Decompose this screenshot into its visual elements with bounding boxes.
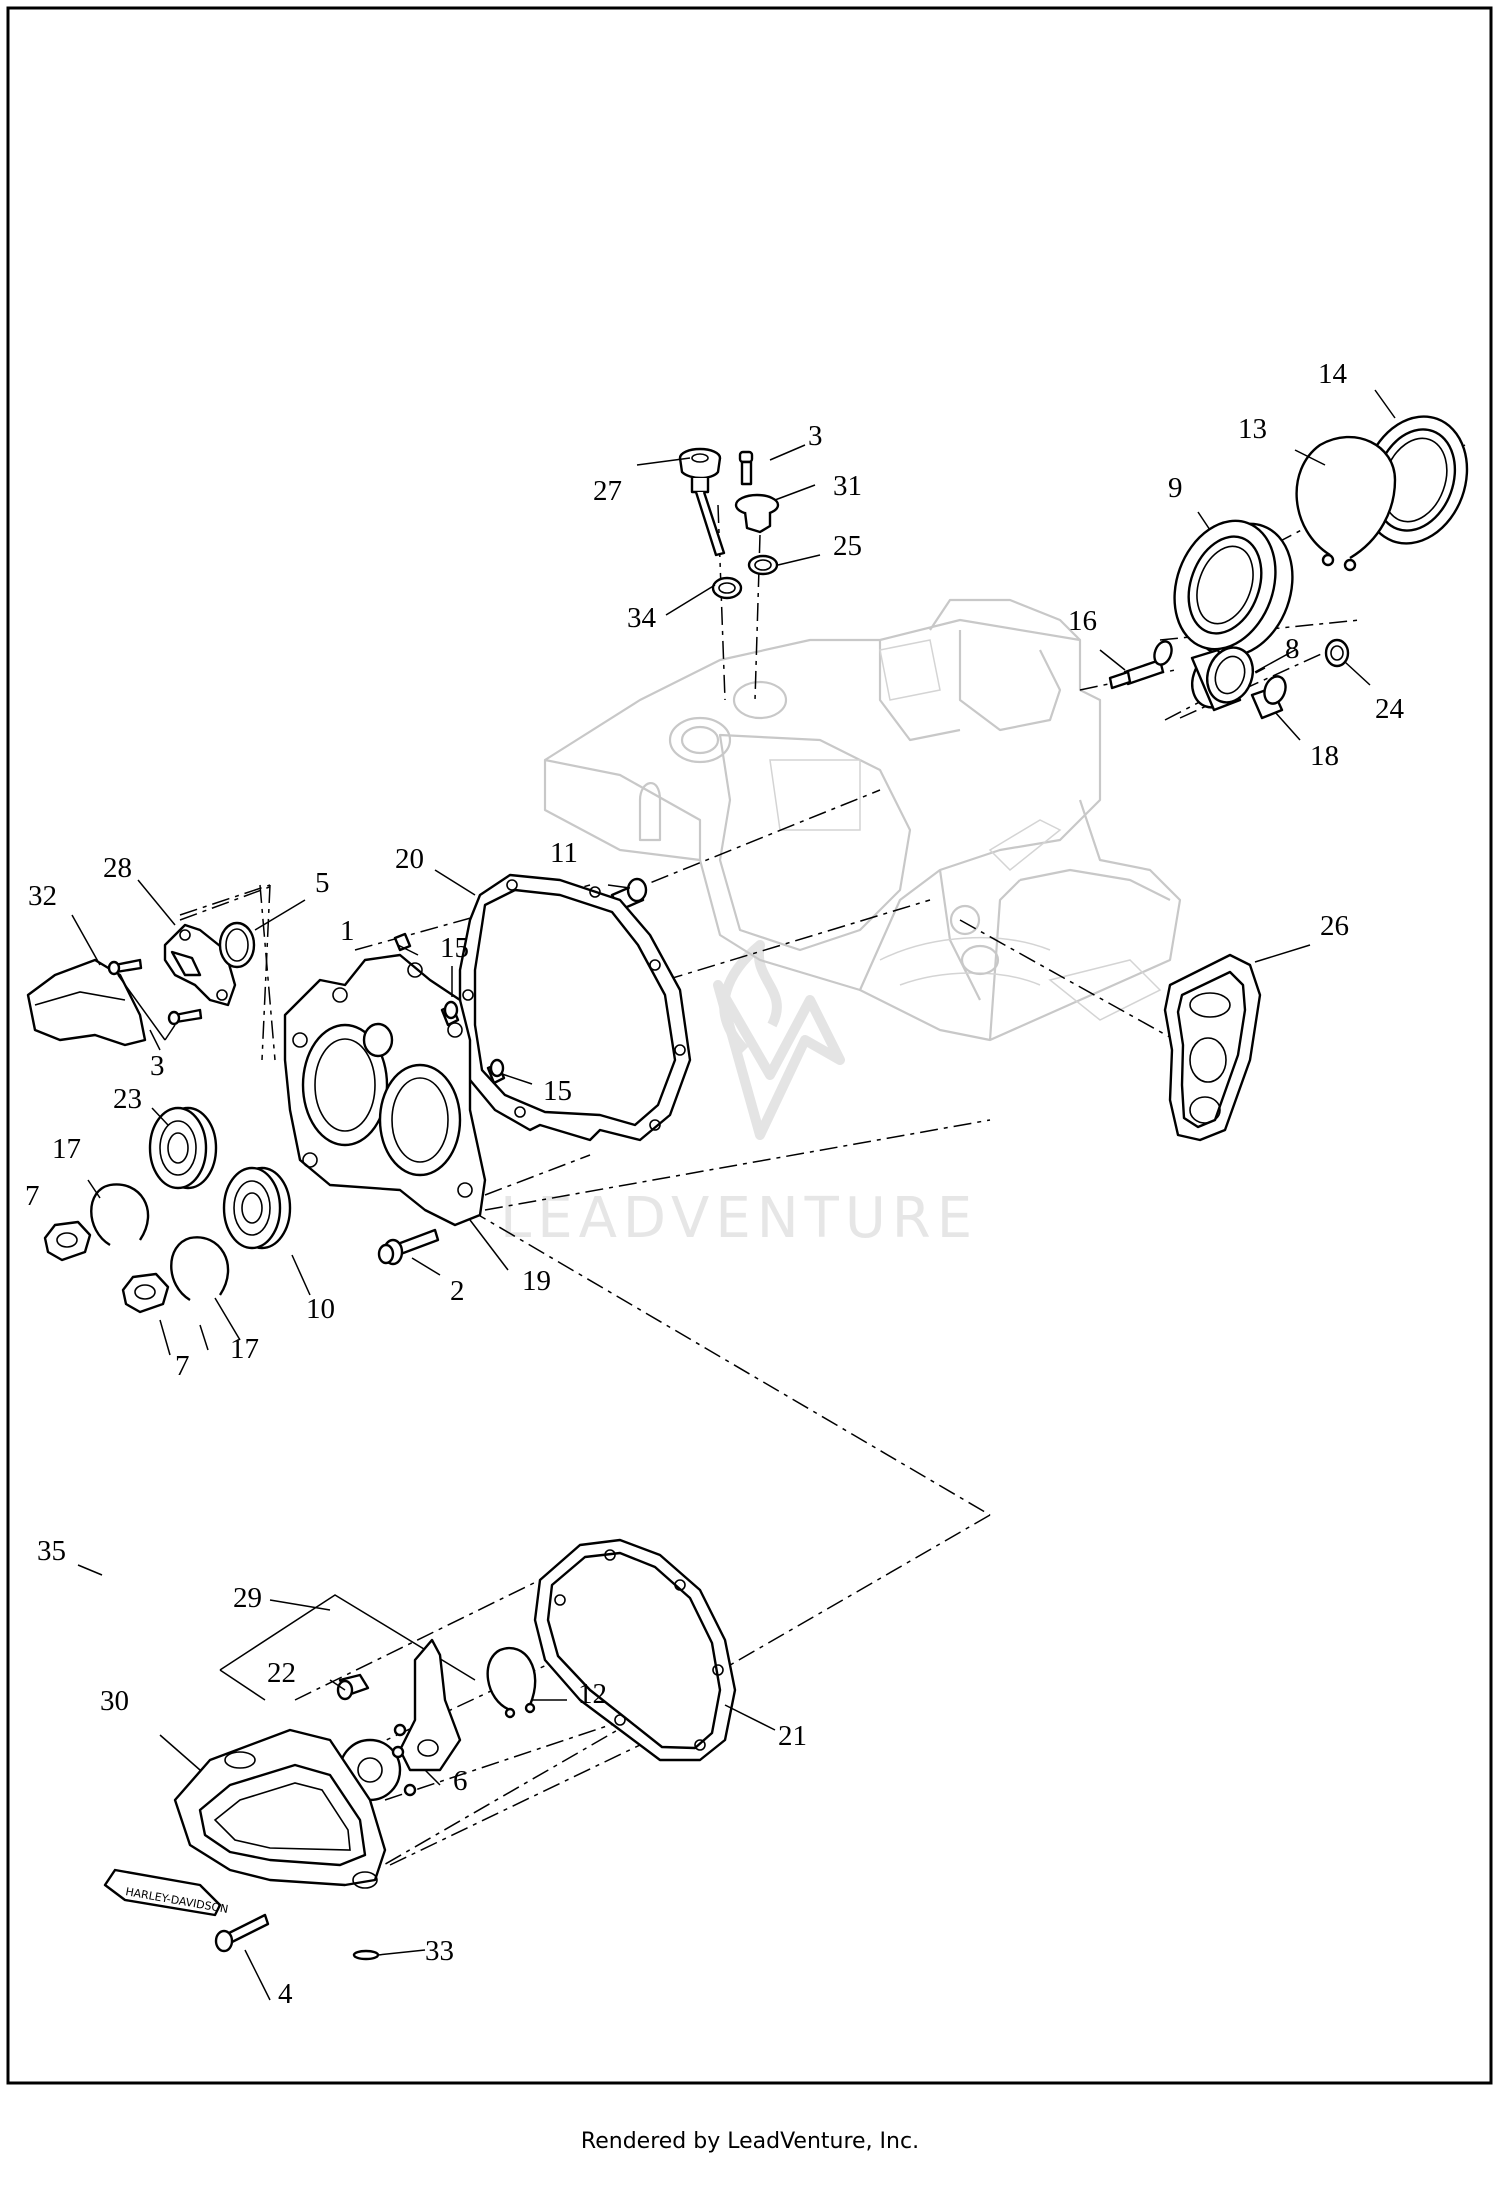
ball-6b <box>391 1745 405 1759</box>
cap-screw-left-lower <box>167 1008 203 1026</box>
cover-emblem: HARLEY-DAVIDSON <box>103 1868 229 1917</box>
callout-17-lower: 17 <box>230 1333 259 1365</box>
oil-filler-dipstick <box>678 447 726 557</box>
needle-bearing <box>1190 646 1254 712</box>
callout-3-top: 3 <box>808 420 823 452</box>
leader-lines <box>71 389 1396 2001</box>
nut-7-lower <box>121 1272 170 1314</box>
callout-1: 1 <box>340 915 355 947</box>
small-seal-inner <box>1330 645 1344 661</box>
diagram-frame <box>6 6 1493 2085</box>
cap-screw-left-upper <box>107 958 143 976</box>
dowel-15-upper <box>440 1000 460 1027</box>
callout-15-lower: 15 <box>543 1075 572 1107</box>
o-ring-25-inner <box>754 559 772 571</box>
side-cover-gasket <box>533 1538 737 1762</box>
bracket-28-line <box>179 884 276 921</box>
bearing-23 <box>148 1106 218 1190</box>
callout-labels: 1 2 3 3 4 5 6 7 7 8 9 10 11 12 13 14 15 … <box>25 358 1405 2010</box>
callout-20: 20 <box>395 843 424 875</box>
callout-30: 30 <box>100 1685 129 1717</box>
watermark-text: LEADVENTURE <box>500 1186 978 1251</box>
retaining-ring-17-lower <box>170 1236 230 1302</box>
o-ring-5-inner <box>225 928 249 962</box>
ball-6c <box>403 1783 417 1797</box>
callout-10: 10 <box>306 1293 335 1325</box>
transmission-case-ghost <box>543 598 1182 1042</box>
callout-5: 5 <box>315 867 330 899</box>
top-cover-gasket <box>1163 953 1262 1142</box>
side-door-housing <box>283 953 487 1227</box>
o-ring-34 <box>711 576 743 600</box>
flange-bolt <box>377 1228 440 1266</box>
callout-28: 28 <box>103 852 132 884</box>
callout-12: 12 <box>578 1678 607 1710</box>
cover-screw <box>214 1913 270 1953</box>
speed-sensor-bracket <box>163 923 237 1007</box>
footer-credit: Rendered by LeadVenture, Inc. <box>581 2129 919 2154</box>
callout-8: 8 <box>1285 633 1300 665</box>
retaining-ring-17-upper <box>90 1183 150 1247</box>
bushing <box>1250 675 1287 720</box>
callout-14: 14 <box>1318 358 1348 390</box>
cap-screw-top <box>738 450 754 486</box>
drain-plug <box>734 493 780 534</box>
main-drive-bearing <box>1173 519 1294 658</box>
callout-33: 33 <box>425 1935 454 1967</box>
callout-29: 29 <box>233 1582 262 1614</box>
callout-34: 34 <box>627 602 657 634</box>
transmission-side-cover <box>173 1728 387 1889</box>
callout-6: 6 <box>453 1765 468 1797</box>
callout-9: 9 <box>1168 472 1183 504</box>
callout-15-upper: 15 <box>440 932 469 964</box>
callout-35: 35 <box>37 1535 66 1567</box>
callout-25: 25 <box>833 530 862 562</box>
o-ring-33 <box>352 1949 380 1961</box>
o-ring-25 <box>747 554 779 576</box>
retaining-ring-12-end-b <box>524 1702 536 1714</box>
sensor-cover <box>26 958 147 1047</box>
callout-18: 18 <box>1310 740 1339 772</box>
callout-11: 11 <box>550 837 578 869</box>
clevis-pin-22 <box>336 1673 370 1701</box>
callout-4: 4 <box>278 1978 293 2010</box>
dowel-15-lower <box>486 1058 506 1085</box>
retaining-ring-12 <box>486 1647 537 1712</box>
callout-2: 2 <box>450 1275 465 1307</box>
callout-17-upper: 17 <box>52 1133 81 1165</box>
alignment-lines <box>179 444 1466 1871</box>
callout-26: 26 <box>1320 910 1349 942</box>
callout-22: 22 <box>267 1657 296 1689</box>
callout-24: 24 <box>1375 693 1405 725</box>
small-seal <box>1324 638 1350 668</box>
callout-13: 13 <box>1238 413 1267 445</box>
callout-21: 21 <box>778 1720 807 1752</box>
o-ring-34-inner <box>718 582 736 594</box>
shoulder-bolt <box>1108 640 1173 690</box>
retaining-ring-13 <box>1295 435 1397 572</box>
callout-7-upper: 7 <box>25 1180 40 1212</box>
leadventure-watermark: LEADVENTURE <box>500 940 978 1251</box>
nut-7-upper <box>43 1220 92 1262</box>
ball-6a <box>393 1723 407 1737</box>
callout-19: 19 <box>522 1265 551 1297</box>
release-lever <box>398 1638 462 1772</box>
callout-31: 31 <box>833 470 862 502</box>
callout-32: 32 <box>28 880 57 912</box>
retaining-ring-12-end-a <box>504 1707 516 1719</box>
callout-3-left: 3 <box>150 1050 165 1082</box>
bracket-3-left <box>117 974 176 1041</box>
callout-23: 23 <box>113 1083 142 1115</box>
bearing-10 <box>222 1166 292 1250</box>
callout-27: 27 <box>593 475 622 507</box>
callout-16: 16 <box>1068 605 1097 637</box>
callout-7-lower: 7 <box>175 1350 190 1382</box>
case-gasket <box>458 873 692 1142</box>
